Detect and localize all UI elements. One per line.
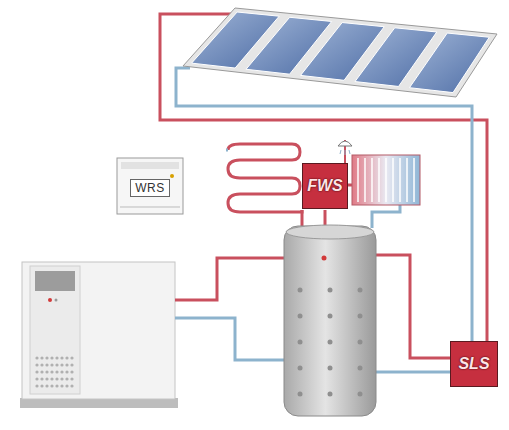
tank-port xyxy=(358,288,363,293)
boiler xyxy=(20,262,178,408)
radiator-fin xyxy=(378,158,380,202)
fresh-water-station: FWS xyxy=(302,163,348,209)
vent-hole xyxy=(65,363,68,366)
vent-hole xyxy=(45,363,48,366)
vent-hole xyxy=(45,377,48,380)
vent-hole xyxy=(70,384,73,387)
vent-hole xyxy=(35,356,38,359)
vent-hole xyxy=(60,356,63,359)
vent-hole xyxy=(55,356,58,359)
vent-hole xyxy=(70,363,73,366)
vent-hole xyxy=(65,377,68,380)
radiator-fin xyxy=(399,158,401,202)
tank-port xyxy=(328,366,333,371)
collector-panel xyxy=(409,33,489,93)
vent-hole xyxy=(60,377,63,380)
vent-hole xyxy=(55,384,58,387)
floor-heating-return xyxy=(226,149,228,152)
radiator-fin xyxy=(385,158,387,202)
vent-hole xyxy=(50,356,53,359)
tank-port xyxy=(298,288,303,293)
tank-port xyxy=(358,314,363,319)
vent-hole xyxy=(65,356,68,359)
solar-station: SLS xyxy=(450,341,498,387)
boiler-return-pipe xyxy=(175,318,288,360)
radiator-fin xyxy=(364,158,366,202)
vent-hole xyxy=(70,356,73,359)
radiator xyxy=(352,155,420,205)
storage-tank xyxy=(284,225,376,416)
controller-label: WRS xyxy=(125,175,175,201)
vent-hole xyxy=(40,356,43,359)
tank-port xyxy=(328,340,333,345)
radiator-fin xyxy=(357,158,359,202)
vent-hole xyxy=(55,363,58,366)
radiator-return-pipe xyxy=(372,205,400,228)
tank-port xyxy=(328,288,333,293)
controller-device xyxy=(117,158,183,214)
node-label: WRS xyxy=(130,179,170,197)
vent-hole xyxy=(45,384,48,387)
vent-hole xyxy=(70,377,73,380)
solar-flow-pipe xyxy=(372,255,452,358)
vent-hole xyxy=(40,370,43,373)
tank-port xyxy=(298,366,303,371)
vent-hole xyxy=(40,363,43,366)
vent-hole xyxy=(35,363,38,366)
vent-hole xyxy=(65,370,68,373)
vent-hole xyxy=(55,377,58,380)
tank-port xyxy=(358,366,363,371)
tank-port xyxy=(328,392,333,397)
vent-hole xyxy=(70,370,73,373)
vent-hole xyxy=(60,370,63,373)
tank-port xyxy=(328,314,333,319)
tank-port xyxy=(298,314,303,319)
tank-port xyxy=(358,340,363,345)
radiator-fin xyxy=(392,158,394,202)
vent-hole xyxy=(65,384,68,387)
vent-hole xyxy=(45,370,48,373)
vent-hole xyxy=(35,377,38,380)
vent-hole xyxy=(40,377,43,380)
shower-head xyxy=(338,140,352,165)
tank-port xyxy=(358,392,363,397)
tank-port xyxy=(298,392,303,397)
radiator-fin xyxy=(406,158,408,202)
vent-hole xyxy=(60,363,63,366)
collector-frame xyxy=(183,8,497,97)
vent-hole xyxy=(50,377,53,380)
boiler-flow-pipe xyxy=(175,258,290,300)
vent-hole xyxy=(35,370,38,373)
node-label: SLS xyxy=(458,355,489,373)
vent-hole xyxy=(50,384,53,387)
vent-hole xyxy=(60,384,63,387)
solar-collector xyxy=(183,8,497,97)
radiator-fin xyxy=(371,158,373,202)
node-label: FWS xyxy=(307,177,343,195)
solar-return-pipe xyxy=(372,371,452,374)
vent-hole xyxy=(40,384,43,387)
radiator-fin xyxy=(413,158,415,202)
vent-hole xyxy=(45,356,48,359)
floor-heating-coil xyxy=(228,144,302,212)
vent-hole xyxy=(50,370,53,373)
vent-hole xyxy=(50,363,53,366)
tank-port xyxy=(298,340,303,345)
vent-hole xyxy=(35,384,38,387)
vent-hole xyxy=(55,370,58,373)
